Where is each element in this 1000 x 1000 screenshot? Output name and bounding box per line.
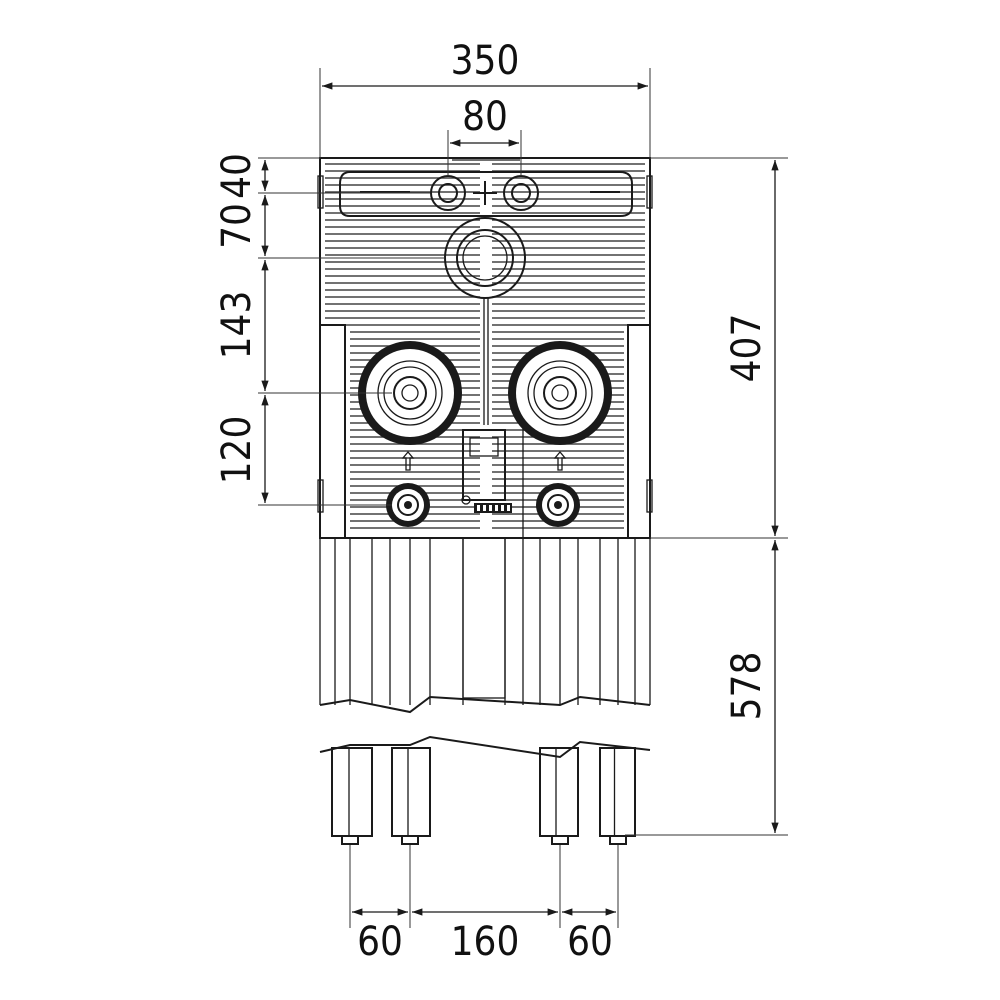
brand-mark-icon	[461, 495, 512, 513]
dim-120: 120	[214, 416, 260, 485]
foot-pad	[609, 835, 627, 845]
large-connector-left	[358, 341, 462, 445]
top-fitting-right	[503, 175, 539, 211]
support-legs	[319, 537, 651, 845]
dim-70: 70	[214, 203, 260, 249]
dim-60-right: 60	[567, 919, 613, 965]
dim-60-left: 60	[357, 919, 403, 965]
mounting-frame	[317, 157, 653, 539]
large-connector-right	[508, 341, 612, 445]
arrow-up-icon	[401, 450, 415, 471]
leg-lower	[599, 747, 636, 837]
top-fitting-left	[430, 175, 466, 211]
dim-160: 160	[451, 919, 520, 965]
arrow-up-icon	[553, 450, 567, 471]
dim-578: 578	[724, 652, 770, 721]
leg-lower	[331, 747, 373, 837]
center-post	[462, 537, 506, 699]
dim-40: 40	[214, 153, 260, 199]
foot-pad	[401, 835, 419, 845]
dim-143: 143	[214, 291, 260, 360]
dimension-lines	[258, 68, 788, 928]
foot-pad	[341, 835, 359, 845]
small-connector-left	[386, 483, 430, 527]
small-connector-right	[536, 483, 580, 527]
foot-pad	[551, 835, 569, 845]
dim-407: 407	[724, 314, 770, 383]
center-cross-mark	[473, 181, 497, 205]
leg-lower	[539, 747, 579, 837]
dimension-labels: 350 80 40 70 143 120 407 578 60 160 60	[214, 38, 770, 965]
dim-80: 80	[462, 94, 508, 140]
dim-350: 350	[451, 38, 520, 84]
center-outlet	[444, 217, 526, 299]
leg-lower	[391, 747, 431, 837]
